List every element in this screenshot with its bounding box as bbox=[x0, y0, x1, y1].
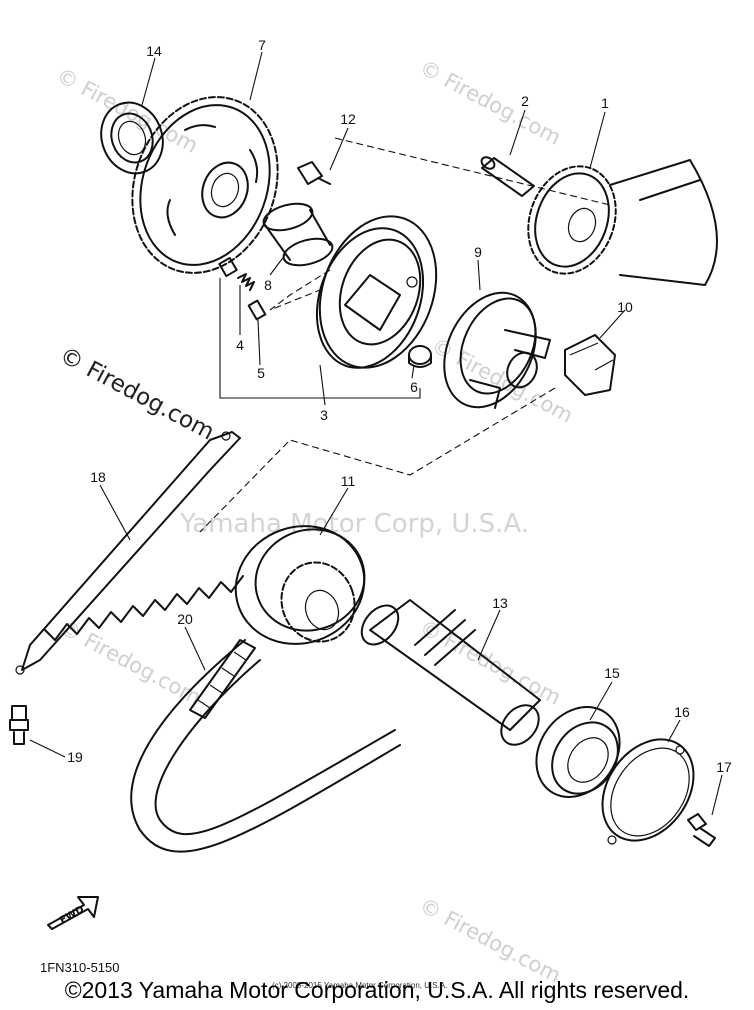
watermark-bottom-left: © Firedog.com bbox=[56, 615, 205, 710]
part-number-11: 11 bbox=[341, 473, 356, 489]
watermark-bottom-right: © Firedog.com bbox=[416, 893, 565, 988]
housing-3 bbox=[315, 215, 438, 369]
part-number-9: 9 bbox=[474, 244, 482, 260]
clutch-gear-11 bbox=[234, 525, 366, 645]
diagram-code: 1FN310-5150 bbox=[40, 960, 120, 975]
gear-7 bbox=[131, 96, 279, 274]
part-number-3: 3 bbox=[320, 407, 328, 423]
part-number-12: 12 bbox=[340, 111, 356, 127]
spring-5 bbox=[237, 273, 267, 321]
bolt-19 bbox=[9, 705, 29, 745]
bolt-12 bbox=[297, 161, 331, 185]
block-10 bbox=[564, 334, 616, 396]
footer-copyright: ©2013 Yamaha Motor Corporation, U.S.A. A… bbox=[64, 977, 690, 1003]
part-number-16: 16 bbox=[674, 704, 690, 720]
part-number-10: 10 bbox=[617, 299, 633, 315]
watermark-mid-right: © Firedog.com bbox=[428, 333, 577, 428]
bearing-15 bbox=[535, 706, 621, 798]
part-number-8: 8 bbox=[264, 277, 272, 293]
part-number-18: 18 bbox=[90, 469, 106, 485]
cover-16 bbox=[601, 738, 695, 845]
roller-6 bbox=[408, 345, 432, 368]
part-number-19: 19 bbox=[67, 749, 83, 765]
part-number-5: 5 bbox=[257, 365, 265, 381]
assembly-line-pins bbox=[269, 269, 331, 311]
assembly-line-middle bbox=[199, 387, 556, 533]
part-number-17: 17 bbox=[716, 759, 732, 775]
bolt-17 bbox=[687, 813, 716, 847]
assembly-line-top bbox=[334, 137, 611, 206]
small-copyright: (c) 2005-2015 Yamaha Motor Corporation, … bbox=[272, 981, 447, 990]
chain-20 bbox=[189, 639, 256, 719]
chain-loop bbox=[130, 639, 401, 853]
part-number-7: 7 bbox=[258, 37, 266, 53]
watermark-center: Yamaha Motor Corp, U.S.A. bbox=[179, 509, 529, 539]
watermark-mid-left: © Firedog.com bbox=[55, 342, 218, 445]
part-number-13: 13 bbox=[492, 595, 508, 611]
starter-gear-1 bbox=[527, 159, 718, 286]
sleeve-8 bbox=[262, 202, 334, 267]
part-number-2: 2 bbox=[521, 93, 529, 109]
watermark-top-left: © Firedog.com bbox=[53, 63, 202, 158]
pin-4 bbox=[218, 256, 238, 278]
part-number-20: 20 bbox=[177, 611, 193, 627]
fwd-arrow-icon: FWD bbox=[47, 896, 99, 930]
part-number-15: 15 bbox=[604, 665, 620, 681]
chain-guide-18 bbox=[15, 431, 244, 675]
part-number-4: 4 bbox=[236, 337, 244, 353]
watermark-top-right: © Firedog.com bbox=[416, 55, 565, 150]
part-number-6: 6 bbox=[410, 379, 418, 395]
shaft-13 bbox=[360, 599, 541, 746]
clutch-plate-9 bbox=[443, 291, 551, 409]
fwd-label: FWD bbox=[58, 904, 86, 927]
part-number-14: 14 bbox=[146, 43, 162, 59]
part-number-1: 1 bbox=[601, 95, 609, 111]
leader-lines bbox=[29, 51, 723, 816]
shaft-2 bbox=[480, 156, 535, 197]
